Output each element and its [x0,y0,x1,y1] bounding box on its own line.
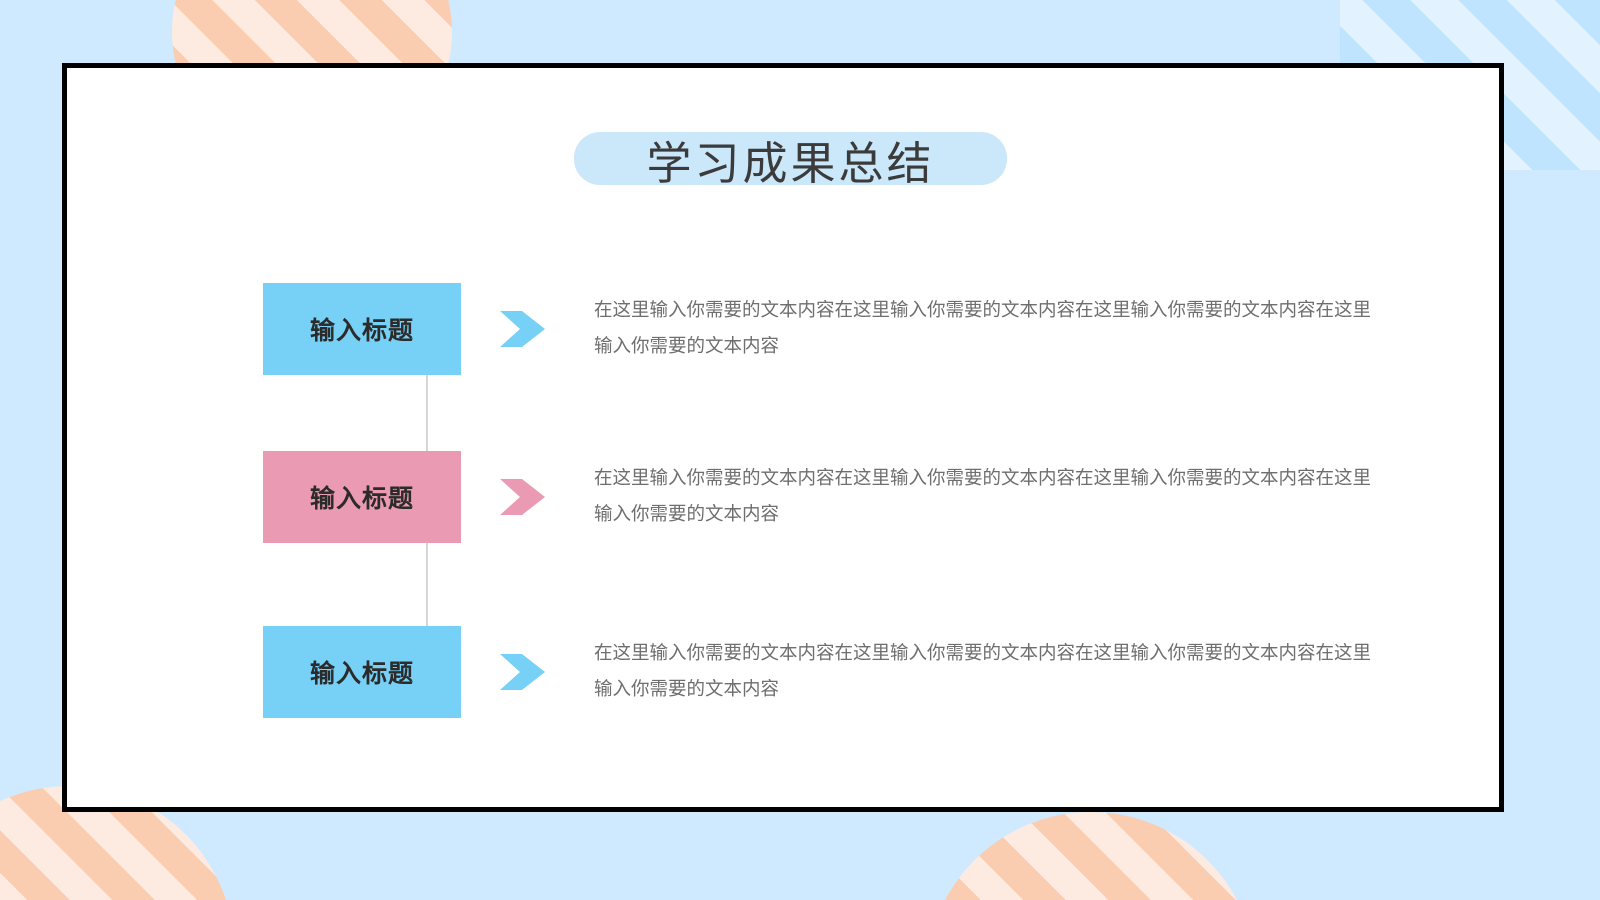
connector-line-1 [426,375,428,451]
row-body-text-1: 在这里输入你需要的文本内容在这里输入你需要的文本内容在这里输入你需要的文本内容在… [594,300,1372,357]
chevron-right-icon [500,307,546,351]
list-item: 输入标题 在这里输入你需要的文本内容在这里输入你需要的文本内容在这里输入你需要的… [263,283,1403,375]
list-item: 输入标题 在这里输入你需要的文本内容在这里输入你需要的文本内容在这里输入你需要的… [263,451,1403,543]
content-rows: 输入标题 在这里输入你需要的文本内容在这里输入你需要的文本内容在这里输入你需要的… [67,68,1499,807]
row-label-box-2[interactable]: 输入标题 [263,451,461,543]
chevron-right-icon [500,650,546,694]
row-label-box-3[interactable]: 输入标题 [263,626,461,718]
title-pill-background [574,132,1007,185]
page-title: 学习成果总结 [646,137,935,189]
chevron-right-icon [500,475,546,519]
connector-line-2 [426,543,428,626]
row-label-box-1[interactable]: 输入标题 [263,283,461,375]
row-body-text-2: 在这里输入你需要的文本内容在这里输入你需要的文本内容在这里输入你需要的文本内容在… [594,468,1372,525]
list-item: 输入标题 在这里输入你需要的文本内容在这里输入你需要的文本内容在这里输入你需要的… [263,626,1403,718]
slide-frame: 学习成果总结 输入标题 在这里输入你需要的文本内容在这里输入你需要的文本内容在这… [62,63,1504,812]
row-body-text-3: 在这里输入你需要的文本内容在这里输入你需要的文本内容在这里输入你需要的文本内容在… [594,643,1372,700]
striped-circle-bottom-right-decoration [926,812,1256,900]
